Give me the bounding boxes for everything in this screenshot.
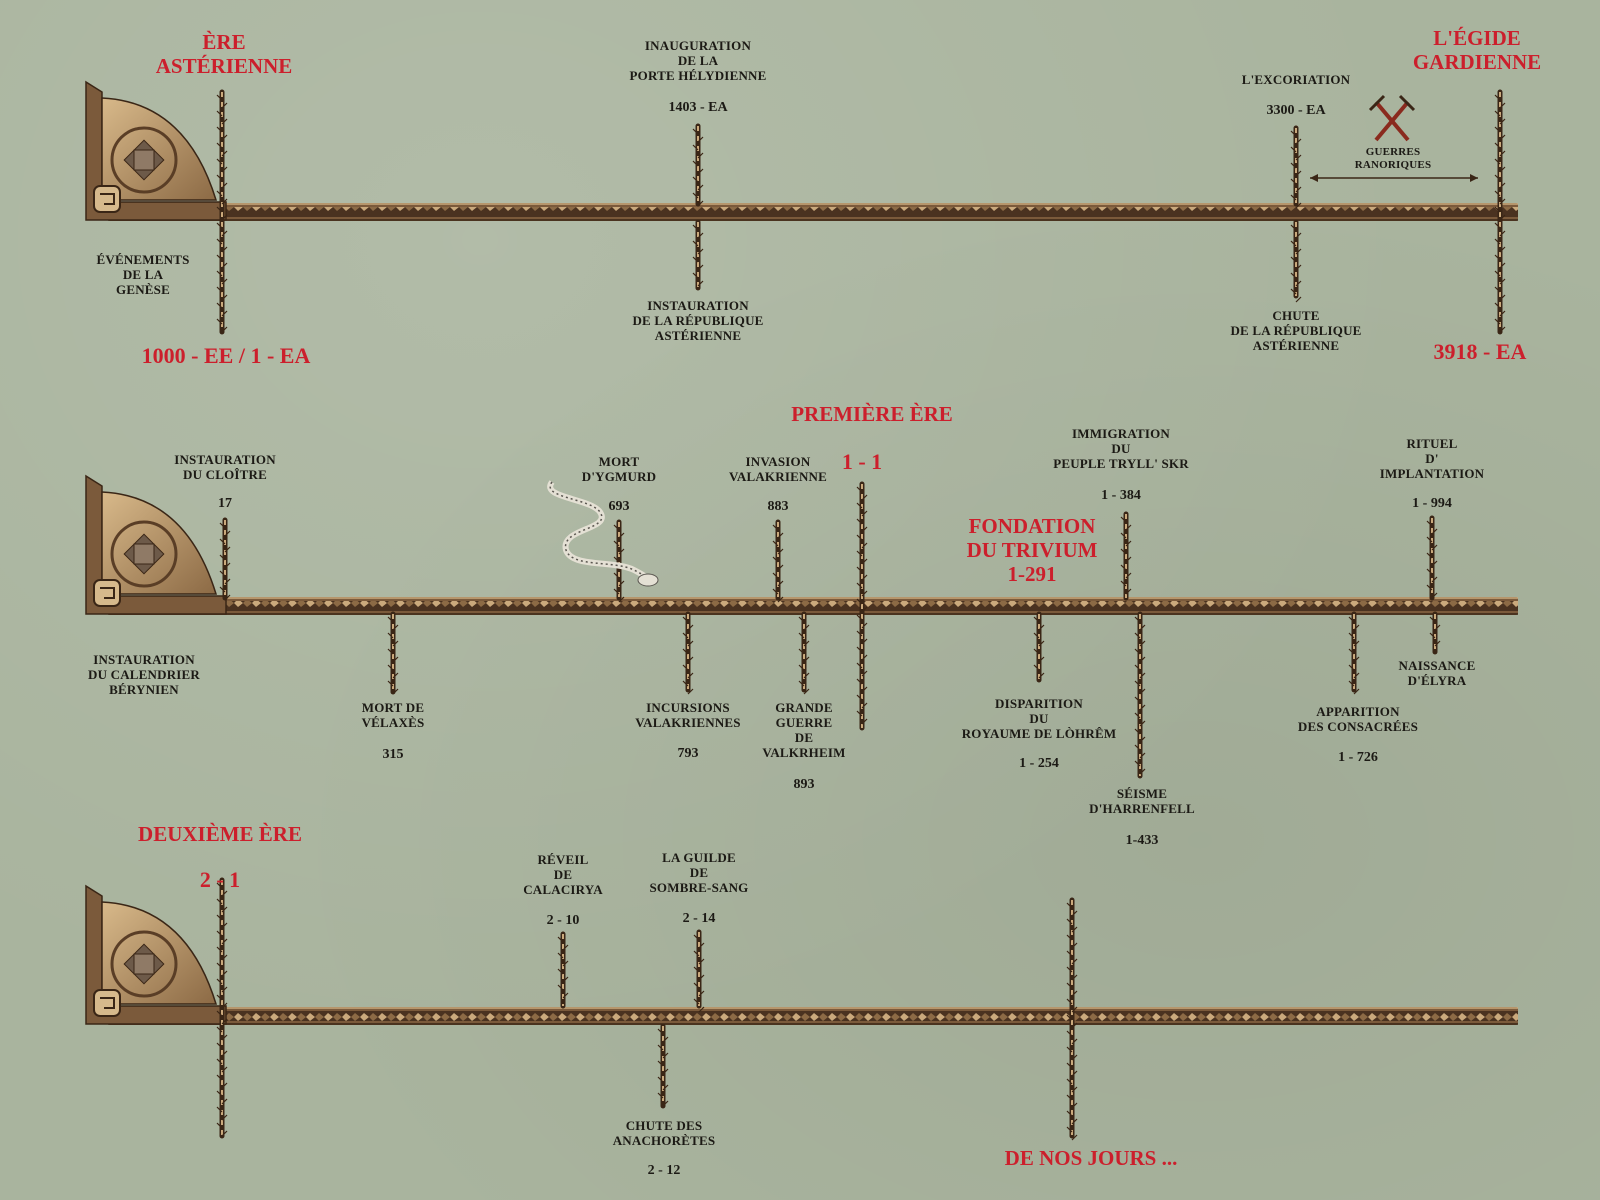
ornate-corner-icon xyxy=(86,886,226,1024)
serpent-skeleton-icon xyxy=(550,482,658,586)
event-label: LA GUILDE DE SOMBRE-SANG xyxy=(650,850,749,895)
trivium-label: FONDATION DU TRIVIUM 1-291 xyxy=(967,514,1098,586)
event-marker xyxy=(1349,614,1359,694)
event-label: CHUTE DE LA RÉPUBLIQUE ASTÉRIENNE xyxy=(1230,308,1361,353)
event-date: 1403 - EA xyxy=(668,100,727,116)
timeline-bar xyxy=(108,597,1518,615)
event-marker xyxy=(683,614,693,694)
event-marker xyxy=(694,932,704,1012)
event-marker xyxy=(220,520,230,600)
event-label: INCURSIONS VALAKRIENNES xyxy=(635,700,740,730)
event-label: INSTAURATION DU CLOÎTRE xyxy=(174,452,276,482)
event-marker xyxy=(1430,614,1440,652)
event-label: IMMIGRATION DU PEUPLE TRYLL' SKR xyxy=(1053,426,1189,471)
deuxieme-ere-title: DEUXIÈME ÈRE xyxy=(138,822,302,846)
event-date: 315 xyxy=(383,747,404,763)
era-asterienne-start-date: 1000 - EE / 1 - EA xyxy=(142,344,311,368)
crossed-swords-icon xyxy=(1370,96,1414,140)
event-marker xyxy=(693,126,703,206)
present-label: DE NOS JOURS ... xyxy=(1005,1146,1178,1170)
event-marker xyxy=(799,614,809,694)
event-date: 1 - 254 xyxy=(1019,756,1059,772)
event-marker xyxy=(558,934,568,1006)
premiere-ere-start-date: 1 - 1 xyxy=(842,450,882,474)
event-label: RÉVEIL DE CALACIRYA xyxy=(523,852,603,897)
event-marker xyxy=(1291,128,1301,208)
event-marker xyxy=(1135,614,1145,776)
ornate-corner-icon xyxy=(86,82,226,220)
event-label: MORT DE VÉLAXÈS xyxy=(362,700,425,730)
event-label: INSTAURATION DE LA RÉPUBLIQUE ASTÉRIENNE xyxy=(632,298,763,343)
event-marker xyxy=(614,522,624,602)
event-date: 883 xyxy=(768,499,789,515)
event-date: 793 xyxy=(678,746,699,762)
timeline-bar xyxy=(108,1007,1518,1025)
event-date: 1 - 994 xyxy=(1412,496,1452,512)
event-date: 893 xyxy=(794,777,815,793)
event-label: SÉISME D'HARRENFELL xyxy=(1089,786,1195,816)
event-label: NAISSANCE D'ÉLYRA xyxy=(1399,658,1476,688)
event-label: CHUTE DES ANACHORÈTES xyxy=(613,1118,716,1148)
event-label: APPARITION DES CONSACRÉES xyxy=(1298,704,1418,734)
era-asterienne-end-date: 3918 - EA xyxy=(1434,340,1527,364)
era-asterienne-title: ÈRE ASTÉRIENNE xyxy=(156,30,293,78)
event-date: 2 - 14 xyxy=(683,911,716,927)
event-marker xyxy=(1121,514,1131,598)
event-marker xyxy=(388,614,398,694)
event-label: GRANDE GUERRE DE VALKRHEIM xyxy=(762,700,845,760)
event-label: RITUEL D' IMPLANTATION xyxy=(1380,436,1484,481)
event-date: 17 xyxy=(218,496,232,512)
war-period-arrow xyxy=(1310,174,1478,182)
era-end-title: L'ÉGIDE GARDIENNE xyxy=(1413,26,1541,74)
event-date: 2 - 10 xyxy=(547,913,580,929)
event-marker xyxy=(658,1026,668,1106)
event-label: MORT D'YGMURD xyxy=(582,454,657,484)
event-date: 1 - 726 xyxy=(1338,750,1378,766)
event-marker xyxy=(1034,614,1044,680)
event-marker xyxy=(693,222,703,288)
event-date: 1 - 384 xyxy=(1101,488,1141,504)
event-date: 2 - 12 xyxy=(648,1163,681,1179)
event-date: 3300 - EA xyxy=(1266,103,1325,119)
event-date: 1-433 xyxy=(1126,833,1159,849)
timeline-bar xyxy=(108,203,1518,221)
event-label: INAUGURATION DE LA PORTE HÉLYDIENNE xyxy=(630,38,767,83)
event-label: INVASION VALAKRIENNE xyxy=(729,454,827,484)
event-marker xyxy=(1291,222,1301,302)
wars-label: GUERRES RANORIQUES xyxy=(1355,146,1432,172)
deuxieme-ere-start-date: 2 - 1 xyxy=(200,868,240,892)
event-label: DISPARITION DU ROYAUME DE LÒHRÊM xyxy=(962,696,1117,741)
ornate-corner-icon xyxy=(86,476,226,614)
event-marker xyxy=(1427,518,1437,598)
event-label: L'EXCORIATION xyxy=(1242,72,1351,87)
calendar-label: INSTAURATION DU CALENDRIER BÉRYNIEN xyxy=(88,652,200,697)
event-date: 693 xyxy=(609,499,630,515)
event-marker xyxy=(773,522,783,602)
genese-label: ÉVÉNEMENTS DE LA GENÈSE xyxy=(96,252,189,297)
premiere-ere-title: PREMIÈRE ÈRE xyxy=(791,402,953,426)
